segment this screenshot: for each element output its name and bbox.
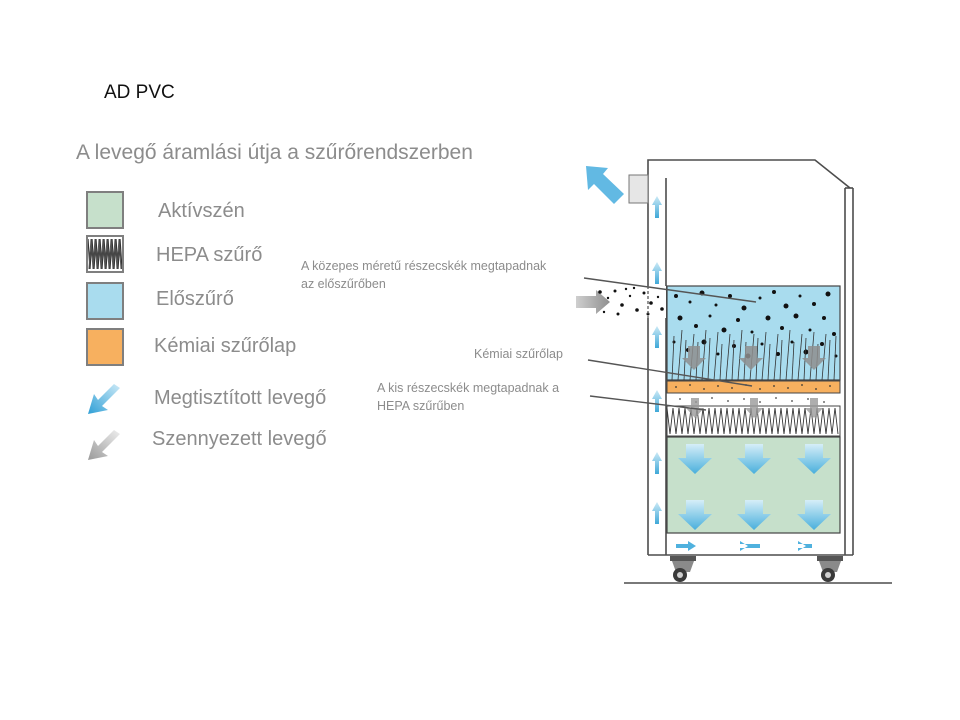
chemical-filter-layer bbox=[666, 380, 841, 394]
annotation-hepa-line-2: HEPA szűrűben bbox=[377, 399, 465, 413]
legend-label-chemical-filter: Kémiai szűrőlap bbox=[154, 335, 297, 357]
rising-air-arrows bbox=[652, 196, 662, 524]
exhaust-vent bbox=[628, 174, 649, 204]
legend-label-clean-air: Megtisztított levegő bbox=[154, 387, 327, 409]
intake-polluted-air-arrow bbox=[576, 290, 610, 314]
annotation-prefilter-line-2: az előszűrőben bbox=[301, 277, 386, 291]
chemical-filter-dots bbox=[675, 384, 831, 390]
annotation-hepa-line-1: A kis részecskék megtapadnak a bbox=[377, 381, 560, 395]
legend-label-prefilter: Előszűrő bbox=[156, 288, 234, 310]
diagram-title: A levegő áramlási útja a szűrőrendszerbe… bbox=[76, 141, 473, 164]
annotation-prefilter-line-1: A közepes méretű részecskék megtapadnak bbox=[301, 259, 547, 273]
annotation-prefilter: A közepes méretű részecskék megtapadnak … bbox=[301, 257, 586, 293]
clean-air-arrow-icon bbox=[84, 384, 124, 418]
annotation-chemical-line-1: Kémiai szűrőlap bbox=[474, 347, 563, 361]
cabinet-outline bbox=[624, 159, 892, 584]
outlet-clean-air-arrow bbox=[586, 166, 624, 204]
legend-label-activated-carbon: Aktívszén bbox=[158, 200, 245, 222]
hepa-filter-swatch bbox=[86, 235, 124, 273]
prefilter-gray-arrows bbox=[682, 346, 826, 370]
annotation-leader-lines bbox=[583, 277, 757, 411]
prefilter-swatch bbox=[86, 282, 124, 320]
caster-left bbox=[670, 556, 696, 582]
intake-particles bbox=[598, 286, 664, 316]
chemical-filter-swatch bbox=[86, 328, 124, 366]
annotation-chemical-filter: Kémiai szűrőlap bbox=[474, 345, 563, 363]
hepa-pleats bbox=[666, 407, 839, 435]
legend-label-hepa-filter: HEPA szűrő bbox=[156, 244, 263, 266]
bottom-flow-arrows bbox=[676, 541, 812, 551]
activated-carbon-swatch bbox=[86, 191, 124, 229]
polluted-air-arrow-icon bbox=[84, 430, 124, 464]
clean-air-down-arrows bbox=[678, 444, 831, 530]
annotation-hepa: A kis részecskék megtapadnak a HEPA szűr… bbox=[377, 379, 559, 415]
caster-right bbox=[817, 556, 843, 582]
brand-label: AD PVC bbox=[104, 82, 175, 103]
legend-label-polluted-air: Szennyezett levegő bbox=[152, 428, 327, 450]
